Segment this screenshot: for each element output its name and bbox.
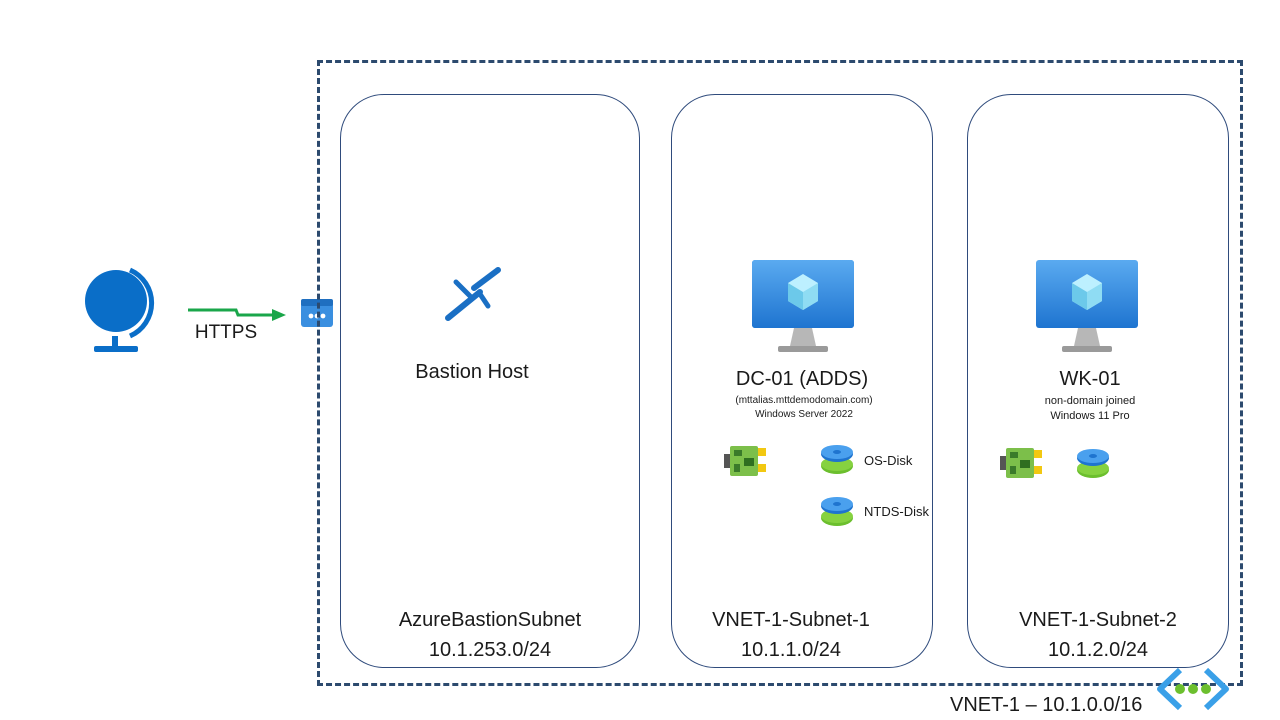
vnet-icon [1157,667,1229,711]
disk-icon [821,497,853,526]
subnet-cidr: 10.1.2.0/24 [1047,639,1149,661]
subnet-cidr: 10.1.1.0/24 [740,639,842,661]
subnet-vnet1-subnet1 [671,94,933,668]
subnet-cidr: 10.1.253.0/24 [428,639,552,661]
subnet-azurebastion [340,94,640,668]
vnet-boundary [317,60,1243,686]
subnet-vnet1-subnet2 [967,94,1229,668]
subnet-name: VNET-1-Subnet-2 [1019,609,1177,631]
disk-label: NTDS-Disk [864,504,929,519]
vm-os: Windows 11 Pro [1050,410,1130,422]
globe-icon [85,267,155,352]
nic-icon [724,446,766,476]
protocol-label: HTTPS [194,322,258,343]
disk-label: OS-Disk [864,453,913,468]
disk-icon [821,445,853,474]
vm-name: WK-01 [1059,368,1121,390]
nic-icon [1000,448,1042,478]
subnet-name: VNET-1-Subnet-1 [712,609,870,631]
subnet-name: AzureBastionSubnet [398,609,582,631]
vm-os: Windows Server 2022 [755,409,853,420]
vnet-label: VNET-1 – 10.1.0.0/16 [950,694,1143,716]
vm-monitor-icon [1036,260,1138,352]
bastion-icon [445,267,501,321]
vm-monitor-icon [752,260,854,352]
vm-domain-status: non-domain joined [1044,395,1136,407]
bastion-host-label: Bastion Host [415,361,529,383]
vm-domain: (mttalias.mttdemodomain.com) [735,395,873,406]
disk-icon [1077,449,1109,478]
vm-name: DC-01 (ADDS) [735,368,869,390]
arrow-icon [188,308,286,321]
